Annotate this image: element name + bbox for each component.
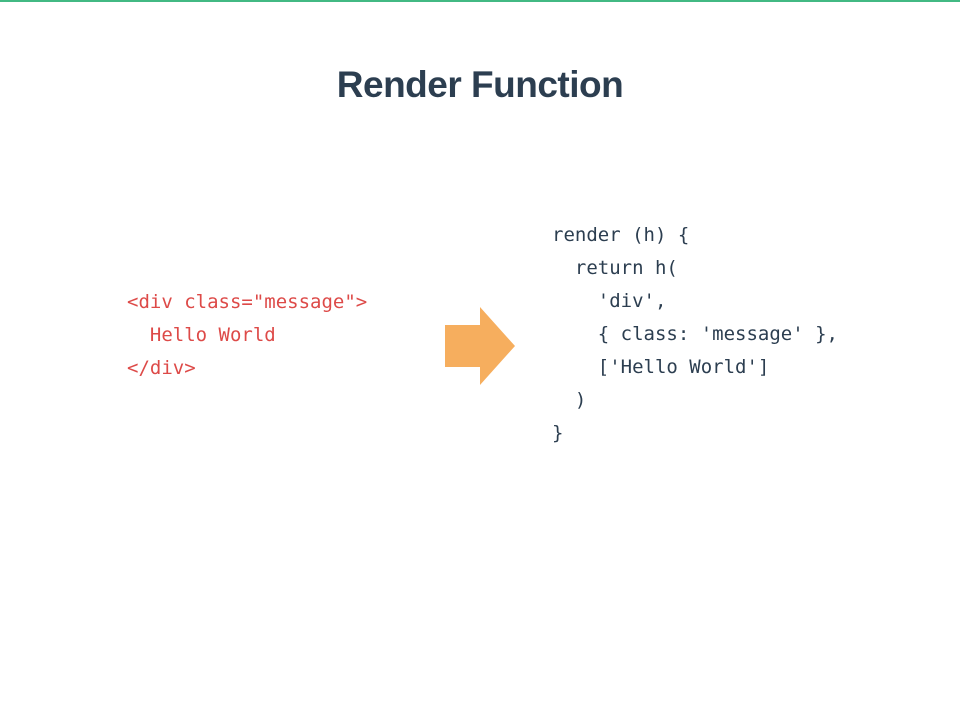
render-code-line: render (h) { (552, 224, 690, 246)
template-code-line: </div> (127, 357, 196, 379)
render-code-line: 'div', (552, 290, 667, 312)
template-code-line: Hello World (127, 324, 276, 346)
render-code-line: return h( (552, 257, 678, 279)
slide-title: Render Function (336, 64, 624, 105)
template-code-line: <div class="message"> (127, 291, 368, 313)
top-accent-rule (0, 0, 960, 2)
render-code-line: } (552, 422, 564, 444)
render-code-line: ) (552, 389, 587, 411)
render-code-line: ['Hello World'] (552, 356, 770, 378)
render-code-line: { class: 'message' }, (552, 323, 838, 345)
template-code-block: <div class="message"> Hello World </div> (127, 286, 367, 385)
render-function-code-block: render (h) { return h( 'div', { class: '… (552, 219, 838, 450)
arrow-right-icon (445, 307, 515, 385)
